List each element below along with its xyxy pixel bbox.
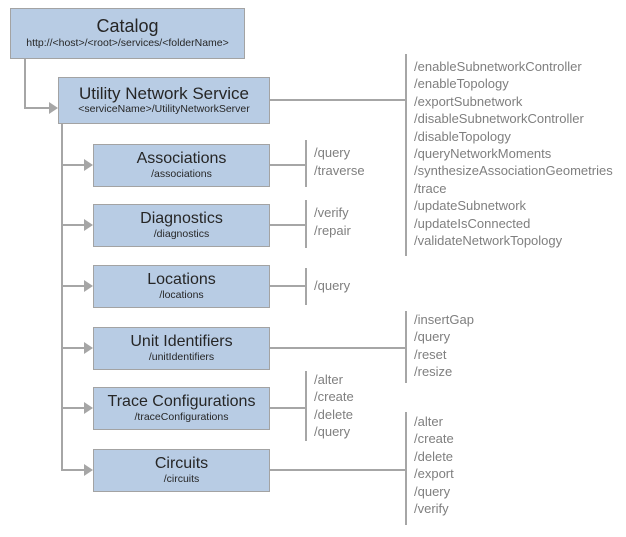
ops-list-unit-identifiers: /insertGap/query/reset/resize: [414, 311, 474, 381]
connector-branch-circuits: [61, 469, 85, 471]
op-label: /export: [414, 466, 454, 482]
op-label: /delete: [314, 406, 354, 422]
op-label: /insertGap: [414, 312, 474, 327]
op-label: /trace: [414, 180, 447, 196]
connector-trunk-vertical: [61, 124, 63, 471]
connector-catalog-horizontal: [24, 107, 49, 109]
node-utility-network-service: Utility Network Service <serviceName>/Ut…: [58, 77, 270, 124]
node-subtitle: <serviceName>/UtilityNetworkServer: [78, 103, 250, 116]
op-label: /updateSubnetwork: [414, 198, 527, 214]
connector-branch-diagnostics: [61, 224, 85, 226]
op-label: /exportSubnetwork: [414, 93, 523, 109]
op-label: /query: [414, 329, 451, 345]
ops-bracket-associations: [305, 140, 307, 187]
node-subtitle: /locations: [159, 288, 204, 301]
node-title: Diagnostics: [140, 210, 223, 228]
node-diagnostics: Diagnostics /diagnostics: [93, 204, 270, 247]
node-trace-configurations: Trace Configurations /traceConfiguration…: [93, 387, 270, 430]
arrowhead-into-utility-network-service: [49, 102, 58, 114]
node-subtitle: /traceConfigurations: [134, 410, 229, 423]
op-label: /disableSubnetworkController: [414, 111, 584, 127]
op-label: /reset: [414, 346, 447, 362]
op-label: /query: [314, 145, 351, 160]
node-title: Trace Configurations: [107, 393, 256, 411]
connector-branch-associations: [61, 164, 85, 166]
op-label: /delete: [414, 448, 454, 464]
ops-list-diagnostics: /verify/repair: [314, 204, 351, 240]
op-label: /create: [314, 389, 354, 405]
node-title: Locations: [147, 271, 216, 289]
node-title: Associations: [136, 150, 227, 168]
op-label: /traverse: [314, 163, 365, 178]
node-title: Utility Network Service: [78, 83, 250, 103]
connector-trace-configurations-to-ops: [270, 407, 306, 409]
connector-utility-network-service-to-ops: [270, 99, 405, 101]
node-circuits: Circuits /circuits: [93, 449, 270, 492]
op-label: /enableTopology: [414, 76, 509, 92]
op-label: /alter: [414, 414, 443, 429]
op-label: /synthesizeAssociationGeometries: [414, 163, 613, 179]
ops-list-associations: /query/traverse: [314, 144, 365, 180]
op-label: /repair: [314, 223, 351, 238]
node-subtitle: /diagnostics: [153, 227, 210, 240]
connector-circuits-to-ops: [270, 469, 405, 471]
ops-bracket-utility-network-service: [405, 54, 407, 256]
node-subtitle: /circuits: [163, 472, 200, 485]
arrowhead-into-circuits: [84, 464, 93, 476]
connector-unit-identifiers-to-ops: [270, 347, 405, 349]
ops-list-locations: /query: [314, 277, 350, 294]
arrowhead-into-diagnostics: [84, 219, 93, 231]
arrowhead-into-trace-configurations: [84, 402, 93, 414]
ops-bracket-locations: [305, 268, 307, 305]
op-label: /disableTopology: [414, 128, 511, 144]
connector-locations-to-ops: [270, 285, 306, 287]
ops-list-circuits: /alter/create/delete/export/query/verify: [414, 413, 454, 517]
op-label: /updateIsConnected: [414, 215, 531, 231]
op-label: /verify: [414, 501, 449, 517]
op-label: /resize: [414, 364, 453, 380]
ops-list-utility-network-service: /enableSubnetworkController/enableTopolo…: [414, 58, 613, 249]
op-label: /enableSubnetworkController: [414, 59, 582, 74]
connector-associations-to-ops: [270, 164, 306, 166]
op-label: /query: [314, 278, 351, 293]
node-title: Circuits: [154, 455, 209, 473]
ops-bracket-unit-identifiers: [405, 311, 407, 383]
node-unit-identifiers: Unit Identifiers /unitIdentifiers: [93, 327, 270, 370]
op-label: /verify: [314, 205, 349, 220]
node-title: Unit Identifiers: [130, 333, 233, 351]
ops-bracket-diagnostics: [305, 200, 307, 248]
node-locations: Locations /locations: [93, 265, 270, 308]
node-subtitle: http://<host>/<root>/services/<folderNam…: [26, 36, 229, 49]
connector-branch-trace-configurations: [61, 407, 85, 409]
op-label: /queryNetworkMoments: [414, 146, 552, 162]
connector-diagnostics-to-ops: [270, 224, 306, 226]
arrowhead-into-associations: [84, 159, 93, 171]
ops-list-trace-configurations: /alter/create/delete/query: [314, 371, 354, 441]
node-associations: Associations /associations: [93, 144, 270, 187]
ops-bracket-trace-configurations: [305, 371, 307, 441]
op-label: /query: [314, 424, 351, 440]
connector-catalog-vertical: [24, 59, 26, 109]
ops-bracket-circuits: [405, 412, 407, 525]
arrowhead-into-locations: [84, 280, 93, 292]
connector-branch-locations: [61, 285, 85, 287]
arrowhead-into-unit-identifiers: [84, 342, 93, 354]
connector-branch-unit-identifiers: [61, 347, 85, 349]
node-subtitle: /unitIdentifiers: [148, 350, 215, 363]
node-subtitle: /associations: [151, 167, 212, 180]
op-label: /alter: [314, 372, 343, 387]
op-label: /create: [414, 431, 454, 447]
op-label: /validateNetworkTopology: [414, 233, 563, 249]
op-label: /query: [414, 483, 451, 499]
node-catalog: Catalog http://<host>/<root>/services/<f…: [10, 8, 245, 59]
node-title: Catalog: [96, 16, 159, 37]
